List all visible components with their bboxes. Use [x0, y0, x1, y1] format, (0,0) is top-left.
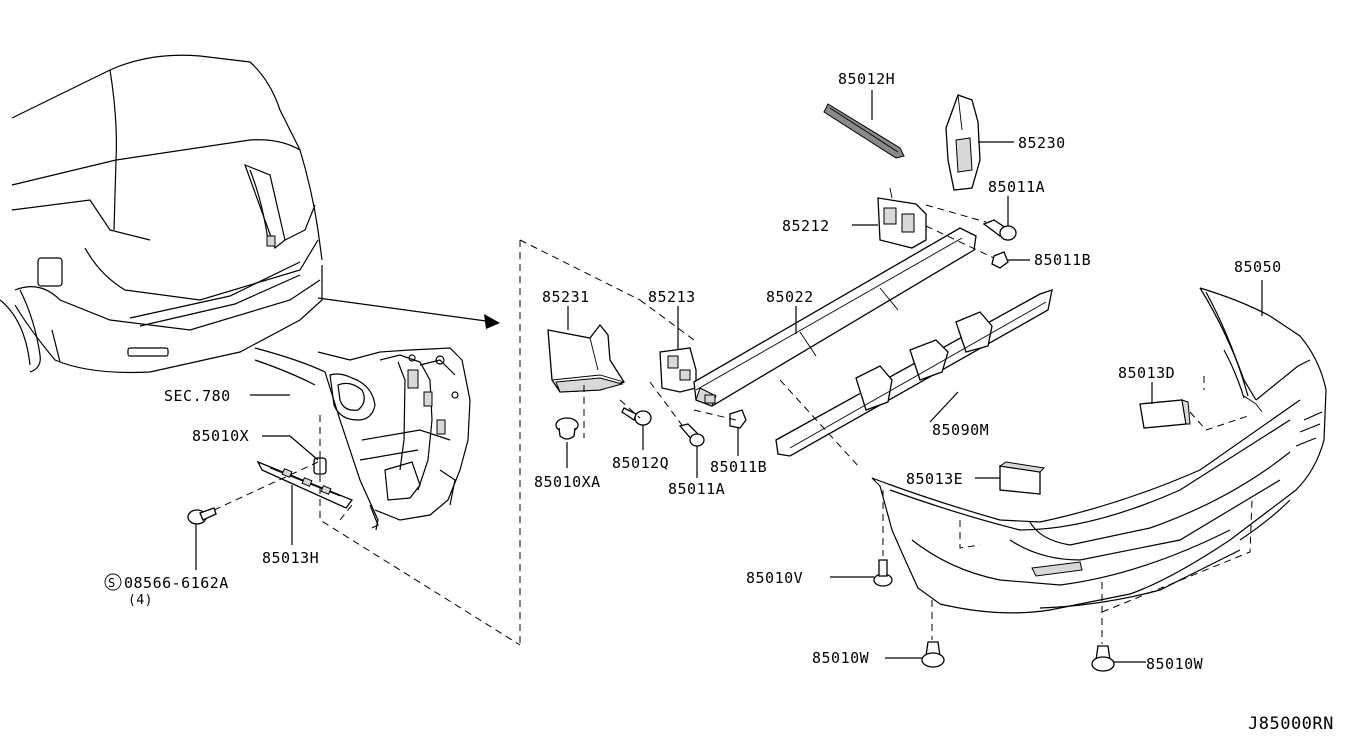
bolt-85011A-upper: [982, 196, 1017, 241]
bumper-fascia-85050: [871, 287, 1327, 614]
guide-lines-right: [882, 376, 1253, 644]
block-85013E: [975, 461, 1046, 495]
screw-85012Q: [621, 407, 652, 450]
screw-85010W-left: [885, 641, 945, 668]
body-side-panel: [254, 347, 471, 531]
screw-08566-6162A: [187, 507, 217, 570]
bracket-85013H: [256, 460, 354, 509]
label-85010XA: 85010XA: [534, 473, 601, 491]
vehicle-rear-view: [0, 54, 323, 374]
nut-85011B-lower: [729, 409, 747, 456]
label-85010W-right: 85010W: [1146, 655, 1204, 673]
bracket-85231: [547, 323, 625, 393]
reinforcement-85022: [693, 227, 977, 407]
label-85010X: 85010X: [192, 427, 249, 445]
nut-85011B-upper: [991, 251, 1030, 269]
label-85090M: 85090M: [932, 421, 989, 439]
label-85012H: 85012H: [838, 70, 895, 88]
absorber-85090M: [775, 289, 1053, 457]
block-85013D: [1139, 382, 1191, 429]
label-85231: 85231: [542, 288, 590, 306]
label-sec-780: SEC.780: [164, 387, 231, 405]
label-qty-4: (4): [128, 593, 153, 608]
label-85050: 85050: [1234, 258, 1282, 276]
label-85011B-low: 85011B: [710, 458, 767, 476]
leader-lines: [250, 224, 878, 545]
label-08566-6162A: 08566-6162A: [124, 574, 229, 592]
guide-lines-middle: [583, 204, 995, 469]
bolt-85011A-lower: [678, 423, 705, 478]
label-85010V: 85010V: [746, 569, 803, 587]
screw-85010W-right: [1091, 645, 1146, 672]
label-85230: 85230: [1018, 134, 1066, 152]
label-85212: 85212: [782, 217, 830, 235]
clip-85010XA: [555, 417, 579, 468]
label-85010W-left: 85010W: [812, 649, 870, 667]
label-85011A-top: 85011A: [988, 178, 1045, 196]
direction-arrow: [317, 297, 500, 329]
callout-labels: 85012H 85230 85011A 85212 85011B 85050 8…: [104, 70, 1334, 734]
bracket-85212: [877, 187, 927, 249]
guide-lines-left: [213, 415, 521, 646]
bracket-85230: [945, 94, 1014, 191]
screw-85010V: [830, 559, 893, 587]
bracket-85213: [659, 347, 697, 393]
label-85013E: 85013E: [906, 470, 963, 488]
label-85013H: 85013H: [262, 549, 319, 567]
label-85013D: 85013D: [1118, 364, 1175, 382]
label-85012Q: 85012Q: [612, 454, 669, 472]
screw-symbol: S: [108, 576, 116, 590]
diagram-code: J85000RN: [1248, 714, 1334, 734]
label-85022: 85022: [766, 288, 814, 306]
label-85011A-low: 85011A: [668, 480, 725, 498]
label-85011B-top: 85011B: [1034, 251, 1091, 269]
label-85213: 85213: [648, 288, 696, 306]
strip-85012H: [823, 90, 905, 159]
screw-symbol-circle: [104, 573, 122, 591]
